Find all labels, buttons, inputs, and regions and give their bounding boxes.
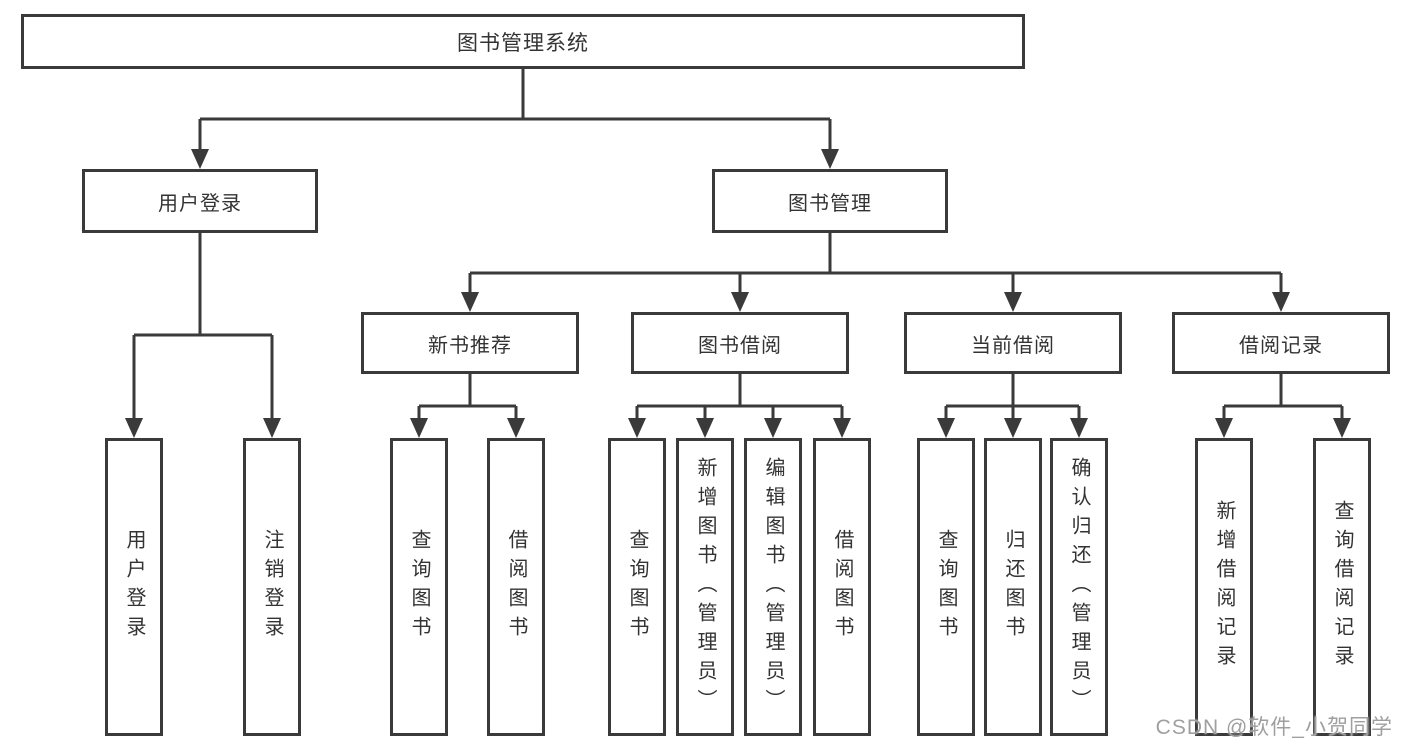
arrowhead bbox=[821, 149, 839, 169]
node-label: 查询图书 bbox=[626, 529, 648, 645]
node-add-borrow-record: 新增借阅记录 bbox=[1195, 438, 1253, 736]
node-current-borrowing: 当前借阅 bbox=[904, 312, 1122, 374]
node-label: 借阅图书 bbox=[505, 529, 527, 645]
node-label: 注销登录 bbox=[261, 529, 283, 645]
node-add-book-admin: 新增图书（管理员） bbox=[676, 438, 734, 736]
node-label: 归还图书 bbox=[1002, 529, 1024, 645]
arrowhead bbox=[461, 292, 479, 312]
node-label: 当前借阅 bbox=[971, 334, 1055, 357]
node-label: 编辑图书（管理员） bbox=[762, 456, 784, 718]
node-edit-book-admin: 编辑图书（管理员） bbox=[744, 438, 802, 736]
node-label: 新增图书（管理员） bbox=[694, 456, 716, 718]
arrowhead bbox=[1272, 292, 1290, 312]
arrowhead bbox=[1333, 418, 1351, 438]
node-label: 确认归还（管理员） bbox=[1068, 456, 1090, 718]
node-borrowing-records: 借阅记录 bbox=[1172, 312, 1390, 374]
node-label: 借阅记录 bbox=[1239, 334, 1323, 357]
node-label: 借阅图书 bbox=[831, 529, 853, 645]
arrowhead bbox=[628, 418, 646, 438]
node-label: 图书管理系统 bbox=[457, 31, 589, 55]
node-label: 新增借阅记录 bbox=[1213, 500, 1235, 674]
node-new-book-recommend: 新书推荐 bbox=[361, 312, 579, 374]
node-label: 查询借阅记录 bbox=[1331, 500, 1353, 674]
node-label: 图书管理 bbox=[788, 192, 872, 215]
arrowhead bbox=[1004, 292, 1022, 312]
node-book-borrowing: 图书借阅 bbox=[631, 312, 849, 374]
csdn-watermark: CSDN @软件_小贺同学 bbox=[1155, 716, 1393, 739]
node-logout: 注销登录 bbox=[243, 438, 301, 736]
node-label: 新书推荐 bbox=[428, 334, 512, 357]
node-book-management: 图书管理 bbox=[712, 169, 948, 233]
arrowhead bbox=[731, 292, 749, 312]
node-query-books-1: 查询图书 bbox=[390, 438, 448, 736]
node-label: 查询图书 bbox=[935, 529, 957, 645]
node-library-management-system: 图书管理系统 bbox=[21, 14, 1025, 69]
node-query-books-2: 查询图书 bbox=[608, 438, 666, 736]
node-confirm-return-admin: 确认归还（管理员） bbox=[1050, 438, 1108, 736]
node-label: 图书借阅 bbox=[698, 334, 782, 357]
node-query-books-3: 查询图书 bbox=[917, 438, 975, 736]
arrowhead bbox=[696, 418, 714, 438]
arrowhead bbox=[125, 418, 143, 438]
node-user-login-leaf: 用户登录 bbox=[105, 438, 163, 736]
arrowhead bbox=[1215, 418, 1233, 438]
node-label: 用户登录 bbox=[158, 192, 242, 215]
arrowhead bbox=[263, 418, 281, 438]
node-return-book: 归还图书 bbox=[984, 438, 1042, 736]
node-borrow-books-1: 借阅图书 bbox=[487, 438, 545, 736]
arrowhead bbox=[764, 418, 782, 438]
node-label: 查询图书 bbox=[408, 529, 430, 645]
arrowhead bbox=[1004, 418, 1022, 438]
arrowhead bbox=[937, 418, 955, 438]
arrowhead bbox=[833, 418, 851, 438]
node-label: 用户登录 bbox=[123, 529, 145, 645]
arrowhead bbox=[507, 418, 525, 438]
arrowhead bbox=[191, 149, 209, 169]
arrowhead bbox=[410, 418, 428, 438]
node-borrow-books-2: 借阅图书 bbox=[813, 438, 871, 736]
node-query-borrow-record: 查询借阅记录 bbox=[1313, 438, 1371, 736]
node-user-login: 用户登录 bbox=[82, 169, 318, 233]
arrowhead bbox=[1070, 418, 1088, 438]
